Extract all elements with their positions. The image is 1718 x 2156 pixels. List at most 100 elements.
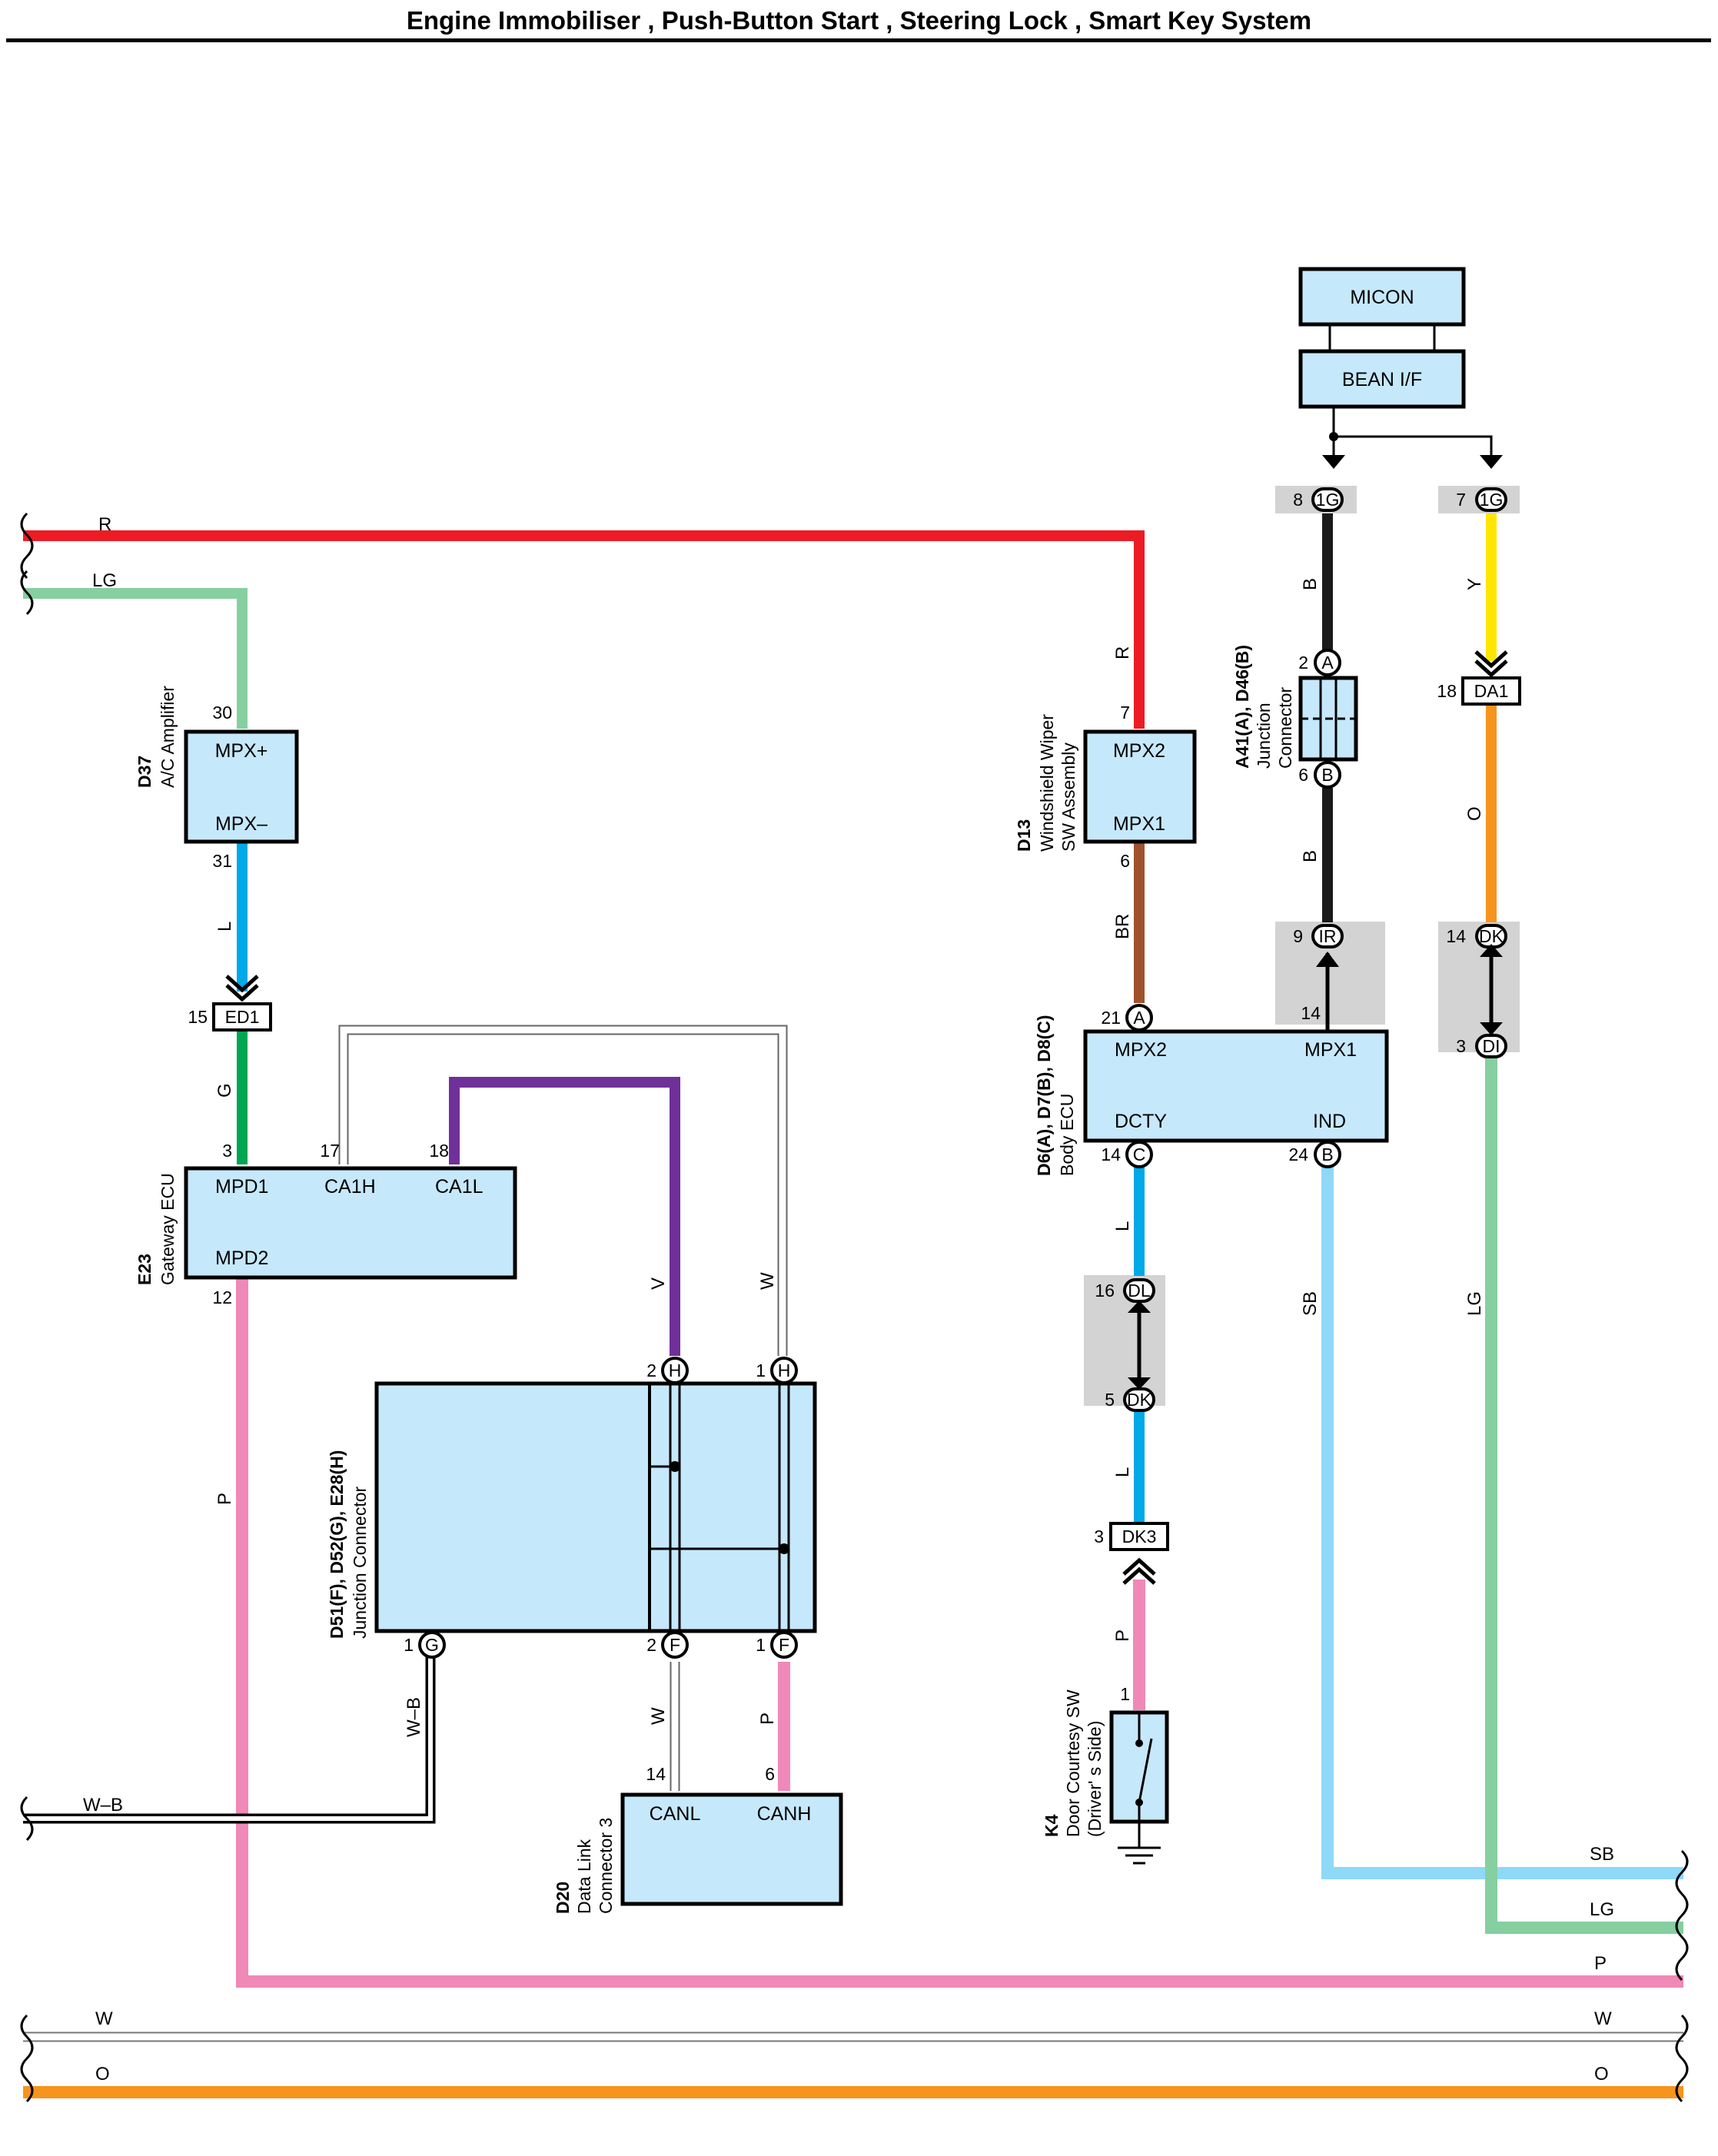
connector-chevrons [225, 650, 1508, 1585]
wiper-mpx2: MPX2 [1113, 740, 1165, 762]
body-ecu-box [1083, 1029, 1389, 1143]
title-rule [6, 38, 1711, 42]
gateway-mpd1: MPD1 [215, 1176, 268, 1198]
wire-lg-right [1485, 1053, 1683, 1934]
jc-ab-code: A41(A), D46(B) [1232, 645, 1252, 769]
conn-1g8-pin: 8 [1293, 490, 1303, 510]
gateway-ca1h: CA1H [324, 1176, 376, 1198]
double-arrow-shafts [1137, 947, 1494, 1387]
ac-amp-pin-top: 30 [212, 703, 232, 723]
jc-ab-a: A [1321, 653, 1334, 673]
conn-dk5-pin: 5 [1105, 1390, 1115, 1410]
wire-label-p-door: P [1112, 1629, 1133, 1642]
jc-dh-box [374, 1381, 817, 1633]
conn-da1-label: DA1 [1474, 681, 1509, 701]
page-title: Engine Immobiliser , Push-Button Start ,… [406, 6, 1312, 35]
wire-label-v: V [648, 1277, 669, 1290]
jc-ab-internal [1301, 678, 1356, 759]
jc-dh-g: G [425, 1635, 439, 1655]
wiper-pin-bottom: 6 [1120, 851, 1130, 871]
jc-dh-pin-h1: 1 [756, 1360, 766, 1380]
wire-r [23, 530, 1145, 729]
wire-label-w-right: W [1594, 2008, 1612, 2029]
wiper-name2: SW Assembly [1058, 742, 1078, 852]
conn-dk14-label: DK [1479, 926, 1504, 946]
jc-dh-h1: H [778, 1360, 791, 1380]
body-ecu-mpx1: MPX1 [1304, 1039, 1357, 1061]
wire-label-sb-vertical: SB [1300, 1291, 1321, 1316]
bean-box [1298, 349, 1466, 409]
conn-dl-label: DL [1128, 1281, 1151, 1301]
micon-feed [1332, 407, 1493, 467]
jc-dh-pin-f1: 1 [756, 1635, 766, 1655]
dlc-box [620, 1792, 843, 1906]
jc-dh-pin-h2: 2 [646, 1360, 656, 1380]
wire-label-w-left: W [95, 2008, 113, 2029]
wire-label-l: L [214, 922, 235, 932]
body-ecu-a: A [1133, 1008, 1145, 1028]
dlc-canh: CANH [757, 1803, 812, 1825]
wire-label-sb-right: SB [1590, 1844, 1614, 1865]
conn-dk5-label: DK [1127, 1390, 1152, 1410]
wiper-name1: Windshield Wiper [1037, 714, 1057, 852]
wire-label-y: Y [1464, 578, 1485, 590]
conn-dk3-box [1109, 1522, 1169, 1551]
jc-dh-dot-2 [779, 1543, 789, 1554]
wire-label-lg-left: LG [92, 570, 117, 591]
conn-da1-box [1461, 676, 1521, 706]
dlc-name1: Data Link [574, 1839, 594, 1914]
wire-label-p-main: P [214, 1493, 235, 1505]
wire-label-o-right: O [1594, 2064, 1609, 2085]
wire-label-r-vertical: R [1112, 646, 1133, 659]
conn-1g8-label: 1G [1316, 490, 1340, 510]
micon-box [1298, 267, 1466, 327]
jc-dh-f1: F [779, 1635, 789, 1655]
wire-sb [1321, 1164, 1683, 1879]
jc-dh-h2: H [669, 1360, 682, 1380]
conn-ed1-label: ED1 [225, 1007, 260, 1027]
door-switch-symbol [1138, 1713, 1153, 1848]
jc-dh-name: Junction Connector [350, 1486, 370, 1639]
conn-ed1-pin: 15 [188, 1007, 208, 1027]
jc-dh-pin-f2: 2 [646, 1635, 656, 1655]
jc-dh-internal [650, 1384, 790, 1631]
wiper-pin-top: 7 [1120, 703, 1130, 723]
micon-label: MICON [1350, 287, 1414, 308]
door-sw-pin: 1 [1120, 1684, 1130, 1704]
ac-amp-mpxp: MPX+ [215, 740, 268, 762]
conn-dl-pin: 16 [1095, 1281, 1115, 1301]
door-sw-name2: (Driver' s Side) [1085, 1721, 1105, 1837]
dlc-canl: CANL [650, 1803, 701, 1825]
wire-lg-left [23, 588, 248, 729]
wire-label-o-left: O [95, 2064, 110, 2085]
break-marks [20, 512, 1689, 2103]
wire-label-lg-right: LG [1590, 1899, 1614, 1920]
gateway-mpd2: MPD2 [215, 1247, 268, 1269]
wire-label-l-lower: L [1112, 1467, 1133, 1477]
wire-label-o-vertical: O [1464, 806, 1485, 821]
ac-amp-pin-bottom: 31 [212, 851, 232, 871]
body-ecu-pin-c: 14 [1101, 1144, 1121, 1164]
ac-amp-name: A/C Amplifier [158, 686, 178, 788]
wire-label-br: BR [1112, 914, 1133, 939]
jc-ab-name2: Connector [1275, 687, 1295, 769]
jc-ab-name1: Junction [1254, 703, 1274, 769]
conn-1g7-label: 1G [1480, 490, 1504, 510]
ac-amp-box [184, 729, 299, 844]
wire-p-main [236, 1274, 1683, 1988]
conn-ir-label: IR [1319, 926, 1337, 946]
body-ecu-name: Body ECU [1057, 1094, 1077, 1176]
body-ecu-ind: IND [1313, 1111, 1346, 1132]
wire-label-r-left: R [98, 514, 111, 535]
wire-label-p-canh: P [757, 1713, 778, 1725]
dlc-pin-canh: 6 [765, 1764, 775, 1784]
dlc-code: D20 [553, 1882, 573, 1914]
body-ecu-pin-b: 24 [1288, 1144, 1308, 1164]
body-ecu-b: B [1321, 1144, 1333, 1164]
gateway-box [184, 1166, 517, 1280]
conn-di-label: DI [1483, 1036, 1500, 1056]
gateway-pin-mpd2: 12 [212, 1287, 232, 1307]
wire-label-wb-left: W–B [83, 1795, 123, 1815]
body-ecu-dcty: DCTY [1115, 1111, 1167, 1132]
